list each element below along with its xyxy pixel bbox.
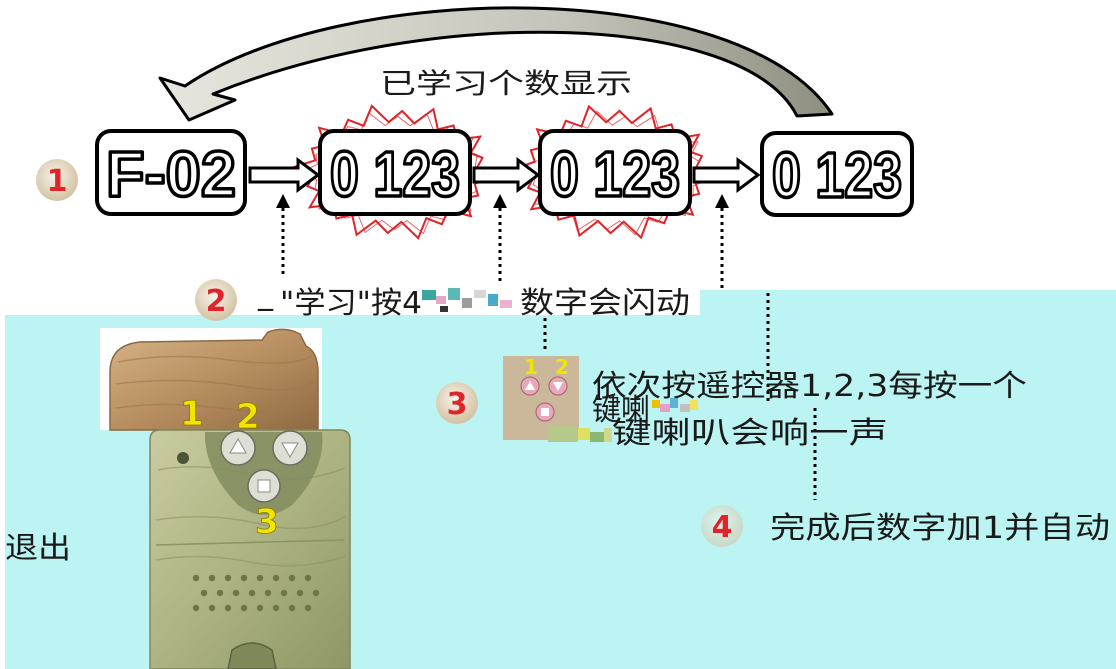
lcd-display-2: 0 123 (318, 129, 472, 216)
corrupt-region-upper-right (700, 290, 1116, 316)
step-1-marker: 1 (36, 159, 78, 201)
lcd-text: 0 123 (772, 139, 902, 211)
step-2-marker: 2 (195, 279, 237, 321)
lcd-text: F-02 (106, 138, 236, 210)
corruption-noise (548, 426, 612, 442)
hollow-arrow-icon (472, 157, 541, 193)
step-1-number: 1 (47, 164, 68, 199)
remote-button-stop (247, 469, 281, 503)
curved-arrow-icon (158, 6, 834, 122)
step-2-text-b: 数字会闪动 (520, 286, 690, 321)
step-3-line-2: 键喇叭会响一声 (612, 416, 888, 451)
remote-button-up (220, 430, 256, 466)
step-circle (436, 382, 478, 424)
lcd-frame (760, 131, 914, 217)
remote-control-icon: 1 2 3 (100, 328, 351, 669)
step-2-text-a: "学习"按4 (280, 286, 422, 321)
thumbnail-label-2: 2 (555, 355, 569, 379)
triangle-up-icon (229, 437, 247, 454)
step-3-line-1: 依次按遥控器1,2,3每按一个 (592, 369, 1027, 404)
lcd-text: 0 123 (550, 138, 680, 210)
step-3-line-2-fragment: 键喇 (592, 393, 650, 428)
lcd-frame (538, 129, 692, 216)
dotted-pointer-icon (715, 194, 729, 290)
step-circle (195, 279, 237, 321)
lcd-display-3: 0 123 (538, 129, 692, 216)
step-circle (36, 159, 78, 201)
hollow-arrow-icon (248, 157, 321, 193)
hollow-arrow-icon (692, 157, 761, 193)
remote-thumbnail-icon: 1 2 (503, 355, 579, 440)
step-4-number: 4 (712, 510, 733, 545)
corruption-noise (652, 398, 698, 412)
led-indicator (177, 452, 189, 464)
thumbnail-label-1: 1 (524, 355, 538, 379)
lcd-frame (318, 129, 472, 216)
remote-button-down (272, 430, 308, 466)
lcd-frame (95, 129, 247, 216)
lcd-display-1: F-02 (95, 129, 247, 216)
step-3-marker: 3 (436, 382, 478, 424)
lcd-display-4: 0 123 (760, 131, 914, 217)
step-4-text: 完成后数字加1并自动 (770, 511, 1110, 546)
lanyard-notch (227, 642, 277, 669)
square-icon (257, 479, 271, 493)
remote-label-3: 3 (255, 502, 279, 542)
step-circle (701, 505, 743, 547)
dotted-pointer-icon (276, 194, 290, 276)
remote-label-2: 2 (236, 397, 260, 437)
casing-seam (155, 539, 345, 546)
step-2-number: 2 (206, 284, 227, 319)
triangle-down-icon (281, 442, 299, 459)
step-4-marker: 4 (701, 505, 743, 547)
exit-label: 退出 (5, 531, 71, 566)
remote-top-casing (109, 328, 319, 431)
speaker-dots (192, 574, 320, 612)
corruption-noise (422, 288, 512, 312)
wood-grain (115, 355, 315, 415)
step-3-number: 3 (447, 387, 468, 422)
lcd-text: 0 123 (330, 138, 460, 210)
return-caption: 已学习个数显示 (380, 67, 632, 100)
remote-label-1: 1 (180, 394, 204, 434)
step-2-mark: _ (257, 277, 274, 312)
dotted-pointer-icon (493, 194, 507, 283)
